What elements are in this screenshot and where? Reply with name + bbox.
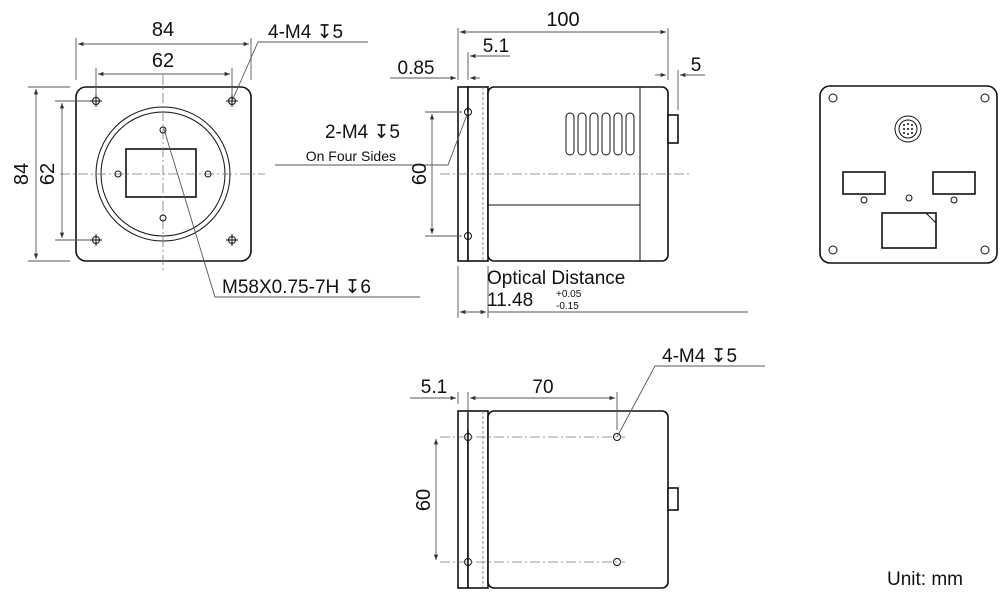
front-view — [28, 38, 420, 298]
front-height-holes-label: 62 — [37, 163, 59, 185]
front-width-holes-label: 62 — [152, 50, 174, 72]
optical-distance-value: 11.48 — [487, 290, 533, 311]
sensor-window — [125, 148, 197, 198]
bottom-housing — [487, 410, 669, 589]
side-screw-hole — [464, 232, 472, 240]
front-width-outer-label: 84 — [152, 19, 174, 41]
side-hole-callout: 2-M4 ↧5 — [325, 122, 400, 143]
side-length-label: 100 — [546, 9, 579, 31]
mount-thread-callout: M58X0.75-7H ↧6 — [222, 277, 371, 298]
side-flange-offset-label: 5.1 — [483, 36, 509, 57]
bottom-hole-callout: 4-M4 ↧5 — [662, 346, 737, 367]
bottom-flange — [457, 410, 469, 589]
data-port-icon — [881, 212, 937, 249]
vent-slots — [565, 112, 635, 156]
bottom-view — [410, 365, 765, 589]
side-hole-callout-note: On Four Sides — [306, 148, 396, 164]
optical-distance-tol-plus: +0.05 — [556, 289, 582, 300]
mount-screw-hole — [159, 214, 167, 222]
mount-screw-hole — [114, 170, 122, 178]
status-led-window — [932, 171, 976, 195]
unit-label: Unit: mm — [887, 569, 963, 590]
mount-screw-hole — [204, 170, 212, 178]
bottom-hole-spacing-label: 60 — [413, 489, 435, 511]
side-hole-spacing-label: 60 — [409, 163, 431, 185]
side-screw-hole — [464, 108, 472, 116]
rear-view — [819, 85, 998, 264]
optical-distance-tol-minus: -0.15 — [556, 301, 579, 312]
rear-housing — [819, 85, 998, 264]
optical-distance-label: Optical Distance — [487, 268, 625, 289]
front-height-outer-label: 84 — [11, 163, 33, 185]
bottom-hole-distance-label: 70 — [532, 377, 553, 398]
side-connector — [667, 114, 679, 144]
bottom-connector — [667, 487, 679, 511]
side-housing — [487, 86, 669, 262]
status-led-window — [842, 171, 886, 195]
bottom-flange-offset-label: 5.1 — [421, 377, 447, 398]
side-flange-thickness-label: 0.85 — [398, 58, 435, 79]
front-hole-callout: 4-M4 ↧5 — [268, 22, 343, 43]
side-view — [275, 28, 748, 318]
side-rear-protrusion-label: 5 — [691, 55, 702, 76]
io-connector-icon — [894, 115, 922, 143]
